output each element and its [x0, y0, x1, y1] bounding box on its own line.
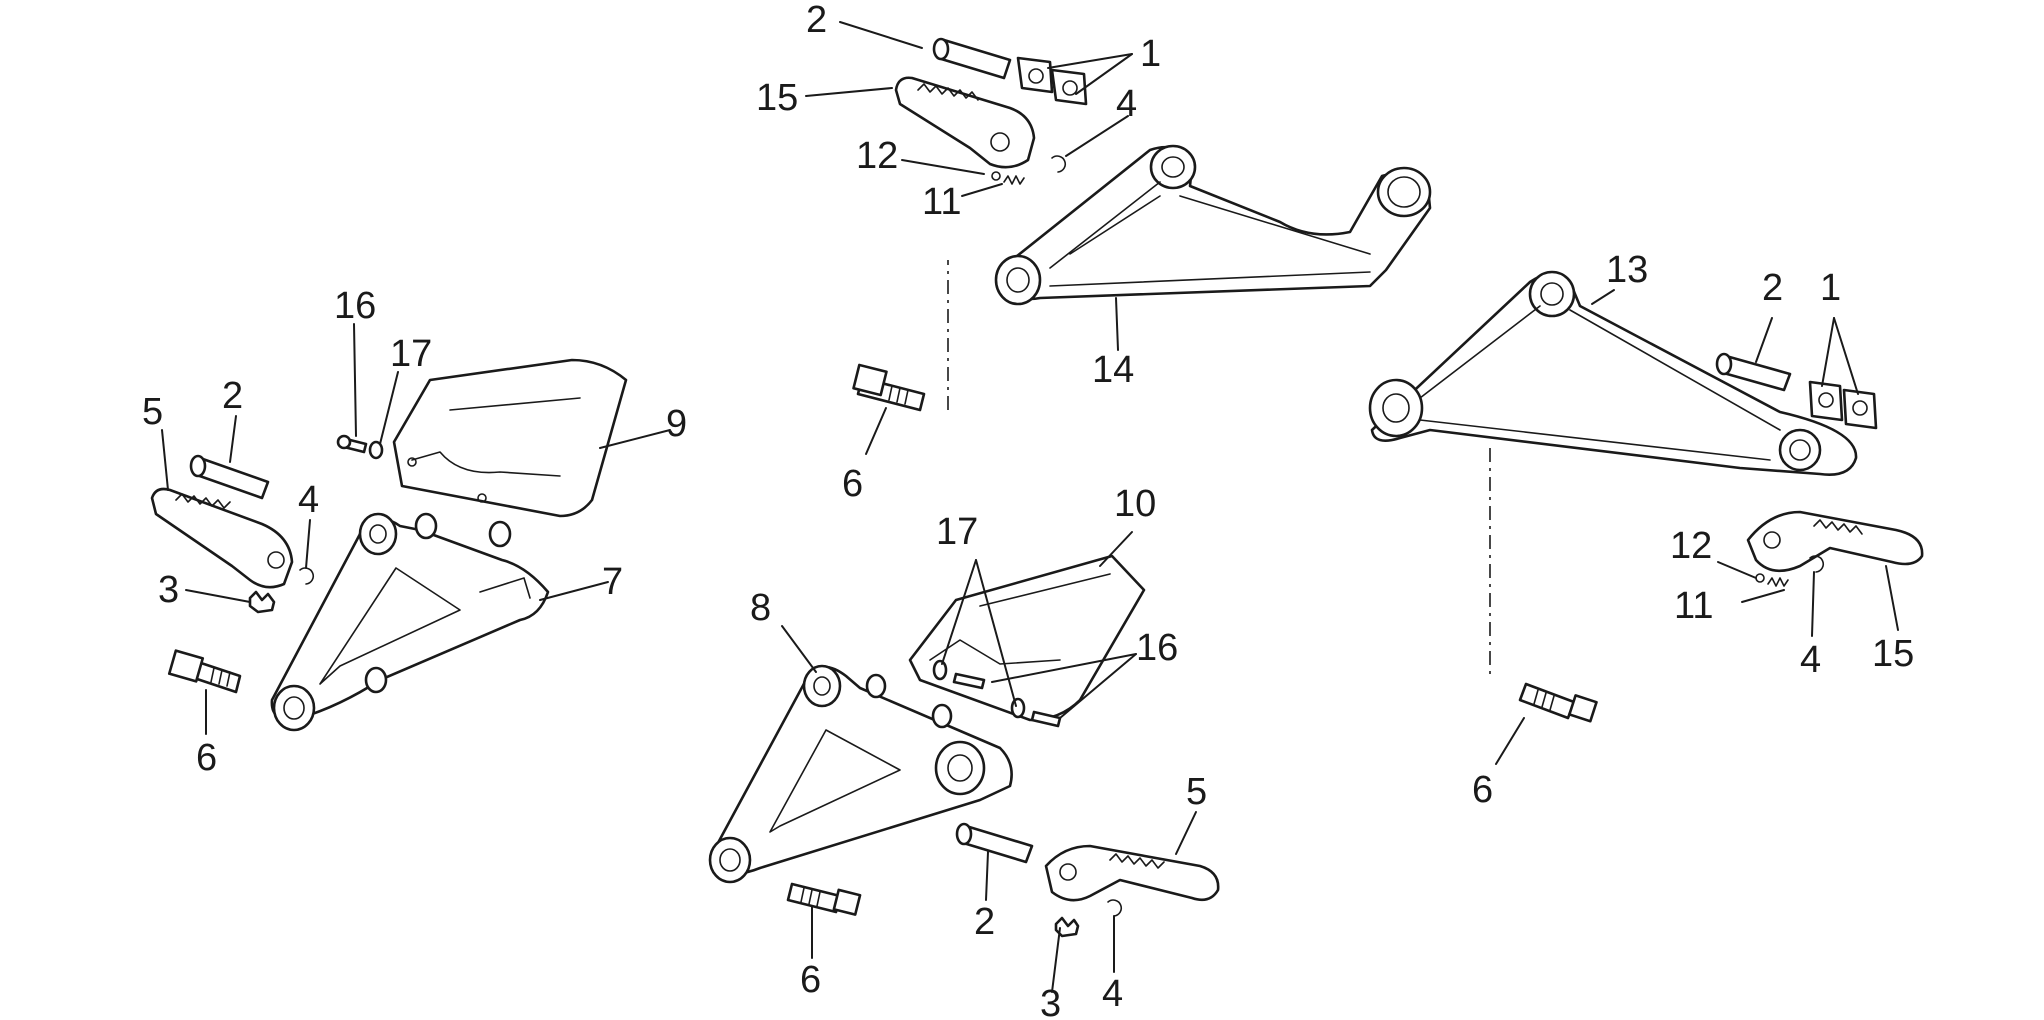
middle-footrest-assembly [708, 554, 1220, 938]
pin-right [1715, 352, 1792, 392]
footpeg-mid [1044, 844, 1220, 902]
callout-label: 9 [666, 403, 687, 445]
pin-mid [955, 822, 1034, 864]
top-footrest-assembly [852, 37, 1432, 412]
callout-label: 7 [602, 561, 623, 603]
callout-label: 4 [1116, 83, 1137, 125]
callout-label: 2 [806, 0, 827, 41]
callout-label: 5 [1186, 771, 1207, 813]
bolt-left [167, 649, 242, 694]
ball-right [1755, 573, 1765, 583]
callout-label: 2 [1762, 267, 1783, 309]
callout-label: 15 [1872, 633, 1914, 675]
bracket-14 [994, 144, 1432, 306]
callout-label: 3 [158, 569, 179, 611]
callout-label: 1 [1140, 33, 1161, 75]
spring-left [248, 590, 276, 614]
bolt-top [852, 363, 926, 412]
callout-label: 6 [196, 737, 217, 779]
callout-label: 11 [1674, 585, 1713, 627]
spring-right [1767, 577, 1789, 587]
footpeg-top [894, 76, 1036, 169]
callout-label: 12 [856, 135, 898, 177]
callout-label: 16 [334, 285, 376, 327]
bracket-7 [270, 512, 550, 732]
spring-mid [1054, 916, 1080, 938]
callout-label: 15 [756, 77, 798, 119]
callout-label: 2 [974, 901, 995, 943]
plates-right [1808, 380, 1878, 430]
callout-label: 11 [922, 181, 961, 223]
spring-top [1003, 175, 1025, 185]
callout-label: 1 [1820, 267, 1841, 309]
footpeg-right [1746, 510, 1924, 573]
callout-label: 14 [1092, 349, 1134, 391]
callout-labels: 2 1 15 4 12 11 14 6 16 17 2 5 9 4 3 7 6 … [142, 0, 1914, 1020]
callout-label: 17 [390, 333, 432, 375]
callout-label: 12 [1670, 525, 1712, 567]
clip-mid [1107, 899, 1123, 917]
callout-label: 13 [1606, 249, 1648, 291]
callout-label: 17 [936, 511, 978, 553]
clip-right [1809, 555, 1825, 573]
callout-label: 4 [1800, 639, 1821, 681]
callout-label: 8 [750, 587, 771, 629]
plates-top [1016, 56, 1088, 106]
screw-washer-mid [932, 659, 1062, 728]
bolt-mid [786, 882, 862, 916]
pin-top [932, 37, 1012, 80]
bracket-8 [708, 664, 1013, 884]
footpeg-left [150, 487, 294, 589]
leader-lines [161, 21, 1899, 993]
clip-top [1051, 155, 1067, 173]
pin-left [189, 454, 270, 500]
guard-10 [908, 554, 1146, 722]
right-footrest-assembly [1368, 270, 1924, 723]
bracket-13 [1368, 270, 1858, 476]
callout-label: 10 [1114, 483, 1156, 525]
callout-label: 16 [1136, 627, 1178, 669]
callout-label: 6 [1472, 769, 1493, 811]
callout-label: 3 [1040, 983, 1061, 1020]
bolt-right [1518, 682, 1598, 723]
callout-label: 4 [1102, 973, 1123, 1015]
ball-top [991, 171, 1001, 181]
callout-label: 4 [298, 479, 319, 521]
callout-label: 6 [842, 463, 863, 505]
callout-label: 5 [142, 391, 163, 433]
clip-left [299, 567, 315, 585]
screw-washer-left [336, 434, 384, 460]
callout-label: 2 [222, 375, 243, 417]
callout-label: 6 [800, 959, 821, 1001]
left-footrest-assembly [150, 358, 628, 732]
guard-9 [392, 358, 628, 518]
